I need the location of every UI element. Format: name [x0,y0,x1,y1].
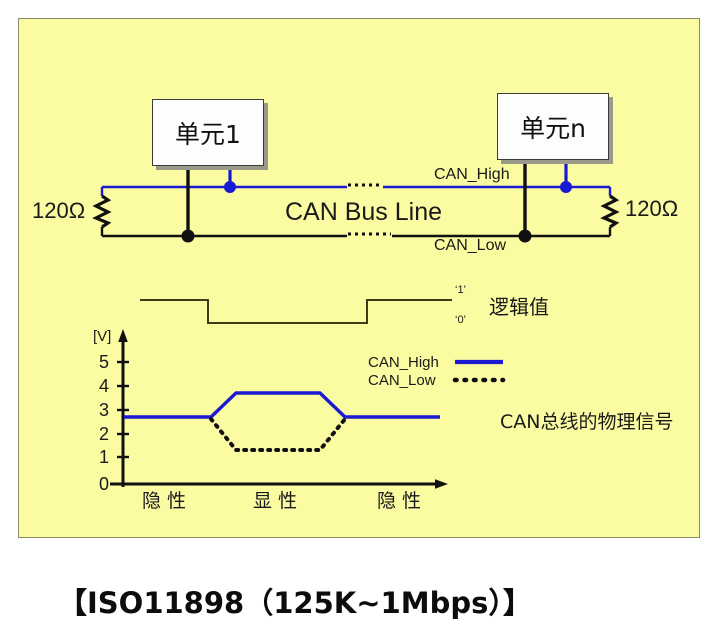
unit-box-1[interactable]: 单元1 [152,99,264,166]
state-label-dominant: 显 性 [253,490,298,512]
unit-box-n[interactable]: 单元n [497,93,609,160]
logic-low-tick-label: ‘0’ [455,314,467,326]
legend-item-can-high: CAN_High [368,354,439,371]
state-label-recessive-2: 隐 性 [377,490,422,512]
chart-ytick-4: 4 [99,376,110,396]
chart-ytick-1: 1 [99,447,110,467]
right-terminator-label: 120Ω [625,196,679,221]
chart-y-axis-unit: [V] [93,328,112,345]
bus-line-label: CAN Bus Line [285,198,443,226]
chart-ytick-5: 5 [99,352,110,372]
logic-value-title: 逻辑值 [489,295,549,319]
legend-item-can-low: CAN_Low [368,372,436,389]
left-terminator-label: 120Ω [32,198,86,223]
state-label-recessive-1: 隐 性 [142,490,187,512]
chart-ytick-2: 2 [99,424,110,444]
can-low-wire-label: CAN_Low [434,237,507,254]
unit-box-n-label: 单元n [520,113,586,143]
chart-ytick-3: 3 [99,400,110,420]
chart-ytick-0: 0 [99,474,110,494]
figure-caption: 【ISO11898（125K~1Mbps）】 [58,586,532,620]
unit-box-1-label: 单元1 [175,119,241,149]
can-high-wire-label: CAN_High [434,166,510,183]
logic-high-tick-label: ‘1’ [455,284,467,296]
chart-title: CAN总线的物理信号 [500,411,674,433]
